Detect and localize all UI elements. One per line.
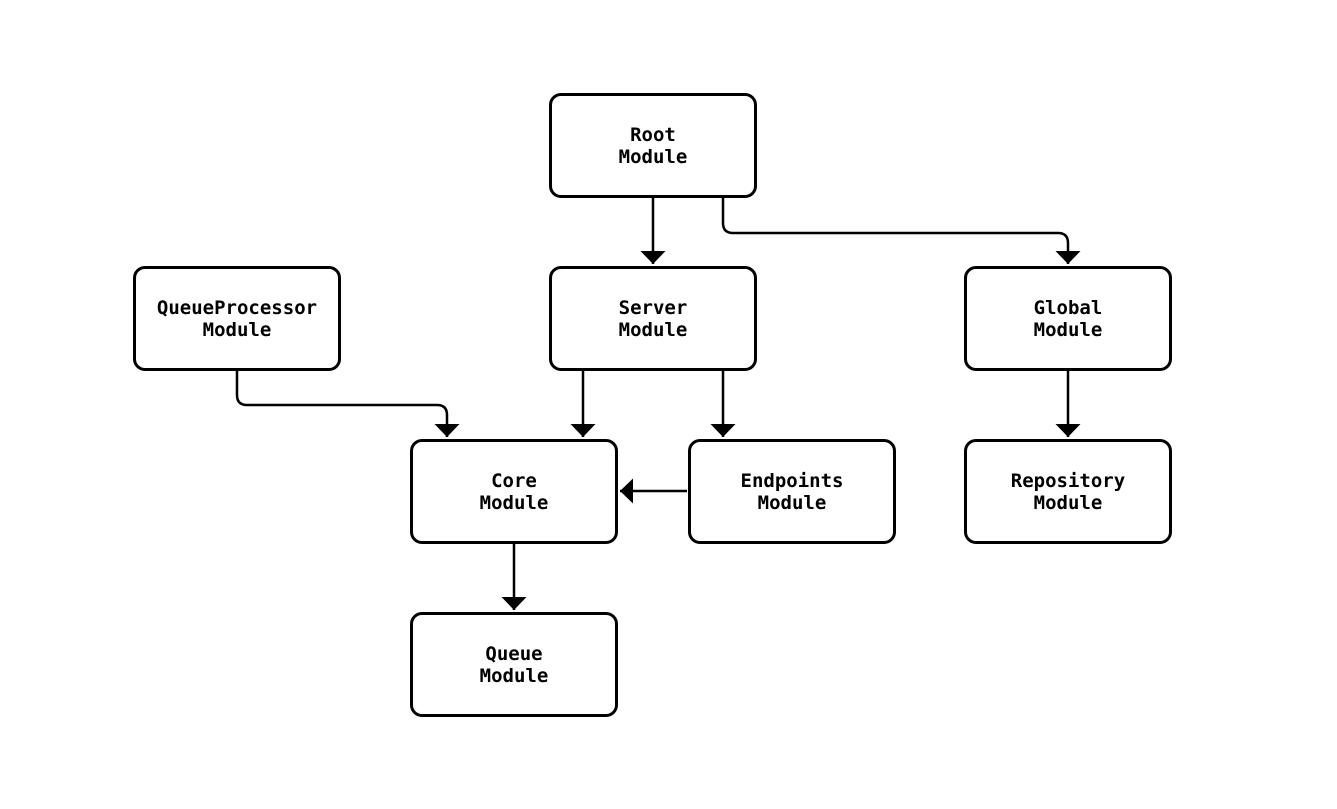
node-queue-module-label: Queue Module — [479, 642, 549, 687]
node-global-module-label: Global Module — [1033, 296, 1103, 341]
edge-root-to-global — [721, 198, 1081, 264]
node-server-module-label: Server Module — [618, 296, 688, 341]
node-global-module: Global Module — [964, 266, 1172, 371]
node-core-module: Core Module — [410, 439, 618, 544]
node-endpoints-module: Endpoints Module — [688, 439, 896, 544]
edge-queueprocessor-to-core — [235, 371, 460, 437]
node-queueprocessor-module: QueueProcessor Module — [133, 266, 341, 371]
node-server-module: Server Module — [549, 266, 757, 371]
node-core-module-label: Core Module — [479, 469, 549, 514]
node-repository-module-label: Repository Module — [1010, 469, 1126, 514]
node-queue-module: Queue Module — [410, 612, 618, 717]
node-root-module-label: Root Module — [618, 123, 688, 168]
node-endpoints-module-label: Endpoints Module — [740, 469, 844, 514]
node-queueprocessor-module-label: QueueProcessor Module — [156, 296, 318, 341]
node-repository-module: Repository Module — [964, 439, 1172, 544]
node-root-module: Root Module — [549, 93, 757, 198]
